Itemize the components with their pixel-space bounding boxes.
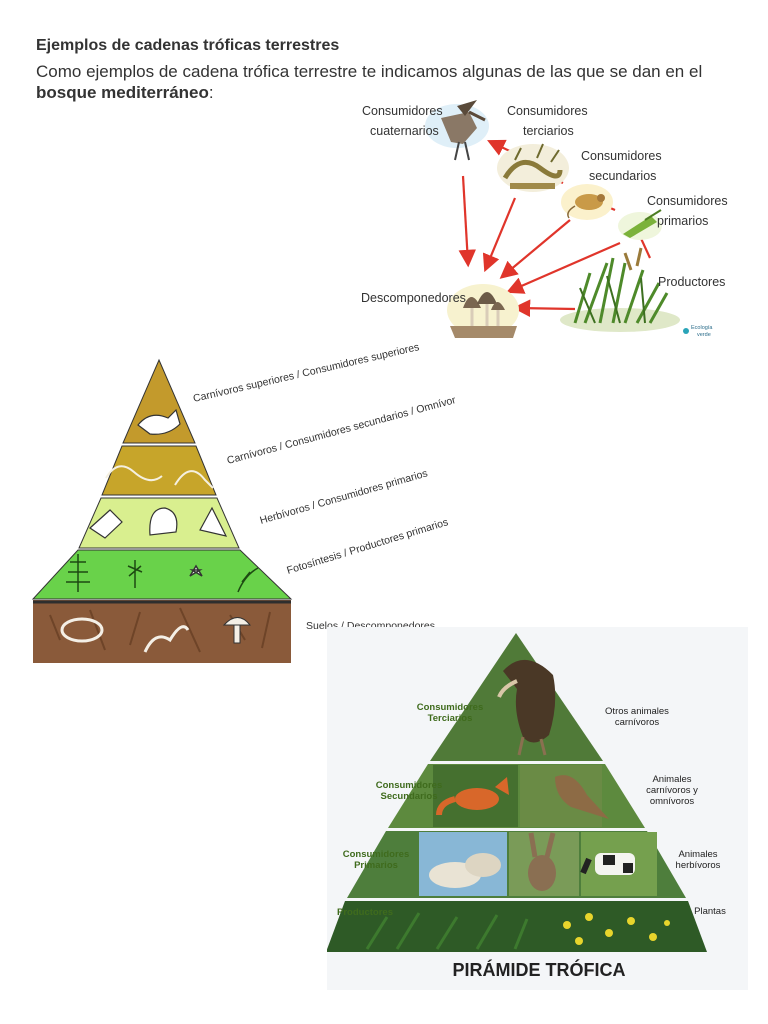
plantas-label: Plantas — [694, 906, 726, 917]
intro-paragraph: Como ejemplos de cadena trófica terrestr… — [36, 61, 736, 103]
carnivoros-omnivoros-label-1: Animales — [652, 774, 691, 785]
food-chain-diagram: Consumidores cuaternarios Consumidores t… — [345, 98, 765, 343]
level-label-fotosintesis: Fotosíntesis / Productores primarios — [285, 516, 449, 577]
hawk-icon — [555, 775, 609, 819]
soil-layer — [33, 600, 291, 663]
secundarios-label-1: Consumidores — [376, 780, 443, 791]
primarios-label-1: Consumidores — [343, 849, 410, 860]
rabbit-icon — [528, 832, 556, 891]
otros-carnivoros-label-2: carnívoros — [615, 717, 660, 728]
eagle-owl-icon — [425, 100, 489, 161]
primarios-label-2: primarios — [657, 214, 708, 228]
level-label-carnivoros: Carnívoros / Consumidores secundarios / … — [226, 391, 455, 467]
tier-productores — [31, 549, 293, 600]
primarios-label-2: Primarios — [354, 860, 398, 871]
article-heading: Ejemplos de cadenas tróficas terrestres — [36, 37, 340, 54]
logo-text-1: Ecología — [691, 325, 713, 331]
squirrel-icon — [89, 506, 228, 539]
snake-icon — [497, 143, 569, 192]
dandelion-icon — [563, 913, 670, 945]
ecological-pyramid: Carnívoros superiores / Consumidores sup… — [30, 340, 455, 665]
intro-colon: : — [208, 83, 214, 102]
fox-icon — [436, 777, 509, 816]
vulture-icon — [497, 659, 556, 756]
fox-icon — [137, 408, 181, 435]
snake-sketch-icon — [105, 465, 214, 489]
productores-label: Productores — [658, 275, 725, 289]
plant-sketch-icon — [66, 554, 259, 593]
sheep-icon — [429, 853, 501, 888]
carnivoros-omnivoros-label-2: carnívoros y — [646, 785, 698, 796]
secundarios-label-1: Consumidores — [581, 149, 662, 163]
herbivoros-label-1: Animales — [678, 849, 717, 860]
intro-bold-term: bosque mediterráneo — [36, 83, 209, 102]
logo-text-2: verde — [697, 332, 711, 338]
herbivoros-label-2: herbívoros — [676, 860, 721, 871]
grasshopper-icon — [618, 209, 662, 240]
pyramid-tiers — [31, 358, 293, 600]
mushroom-icon — [447, 284, 519, 338]
ecologia-verde-logo: Ecología verde — [683, 325, 713, 338]
level-label-carnivoros-superiores: Carnívoros superiores / Consumidores sup… — [192, 341, 420, 405]
pyramid-title: PIRÁMIDE TRÓFICA — [453, 959, 626, 980]
cow-icon — [580, 853, 635, 875]
soil-mushroom-icon — [222, 617, 252, 644]
descomponedores-label: Descomponedores — [361, 291, 466, 305]
secundarios-label-2: Secundarios — [380, 791, 437, 802]
mouse-icon — [561, 184, 613, 220]
trophic-pyramid-figure: Consumidores Terciarios Consumidores Sec… — [327, 627, 748, 990]
earthworm-icon — [60, 617, 190, 653]
cuaternarios-label-1: Consumidores — [362, 104, 443, 118]
carnivoros-omnivoros-label-3: omnívoros — [650, 796, 695, 807]
terciarios-label-2: terciarios — [523, 124, 574, 138]
cuaternarios-label-2: cuaternarios — [370, 124, 439, 138]
terciarios-label-1: Consumidores — [417, 702, 484, 713]
level-label-herbivoros: Herbívoros / Consumidores primarios — [259, 467, 429, 526]
primarios-label-1: Consumidores — [647, 194, 728, 208]
secundarios-label-2: secundarios — [589, 169, 656, 183]
tier-carnivoros — [101, 445, 217, 496]
grass-plant-icon — [560, 247, 680, 332]
productores-label: Productores — [337, 907, 393, 918]
tier-productores — [327, 901, 707, 952]
intro-text: Como ejemplos de cadena trófica terrestr… — [36, 62, 703, 81]
otros-carnivoros-label-1: Otros animales — [605, 706, 669, 717]
ferns-icon — [365, 912, 529, 950]
terciarios-label-2: Terciarios — [428, 713, 473, 724]
terciarios-label-1: Consumidores — [507, 104, 588, 118]
